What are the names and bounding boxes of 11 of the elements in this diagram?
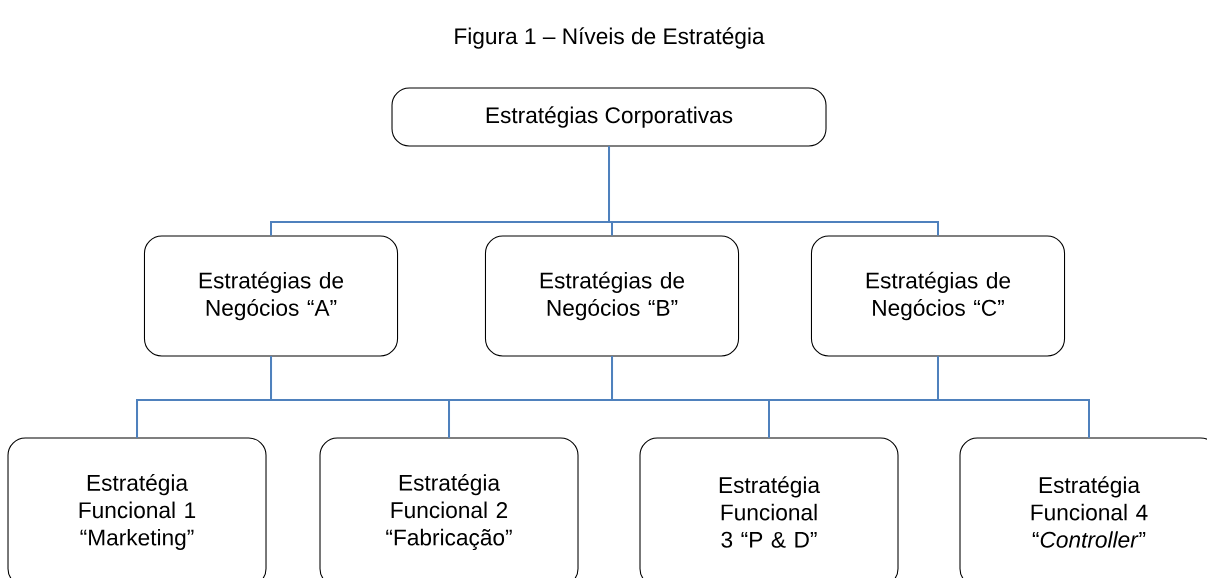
strategy-box: Estratégia Funcional 3 “P & D” — [639, 437, 899, 578]
connector-line — [608, 145, 939, 237]
strategy-box: Estratégia Funcional 1 “Marketing” — [7, 437, 267, 578]
strategy-box: Estratégias de Negócios “B” — [484, 235, 740, 357]
strategy-box: Estratégia Funcional 4 “Controller” — [959, 437, 1207, 578]
strategy-box: Estratégias de Negócios “A” — [143, 235, 399, 357]
strategy-box: Estratégia Funcional 2 “Fabricação” — [319, 437, 579, 578]
strategy-box: Estratégias Corporativas — [391, 87, 827, 147]
strategy-box: Estratégias de Negócios “C” — [810, 235, 1066, 357]
connector-line — [937, 355, 1090, 439]
figure-title: Figura 1 – Níveis de Estratégia — [455, 27, 765, 49]
